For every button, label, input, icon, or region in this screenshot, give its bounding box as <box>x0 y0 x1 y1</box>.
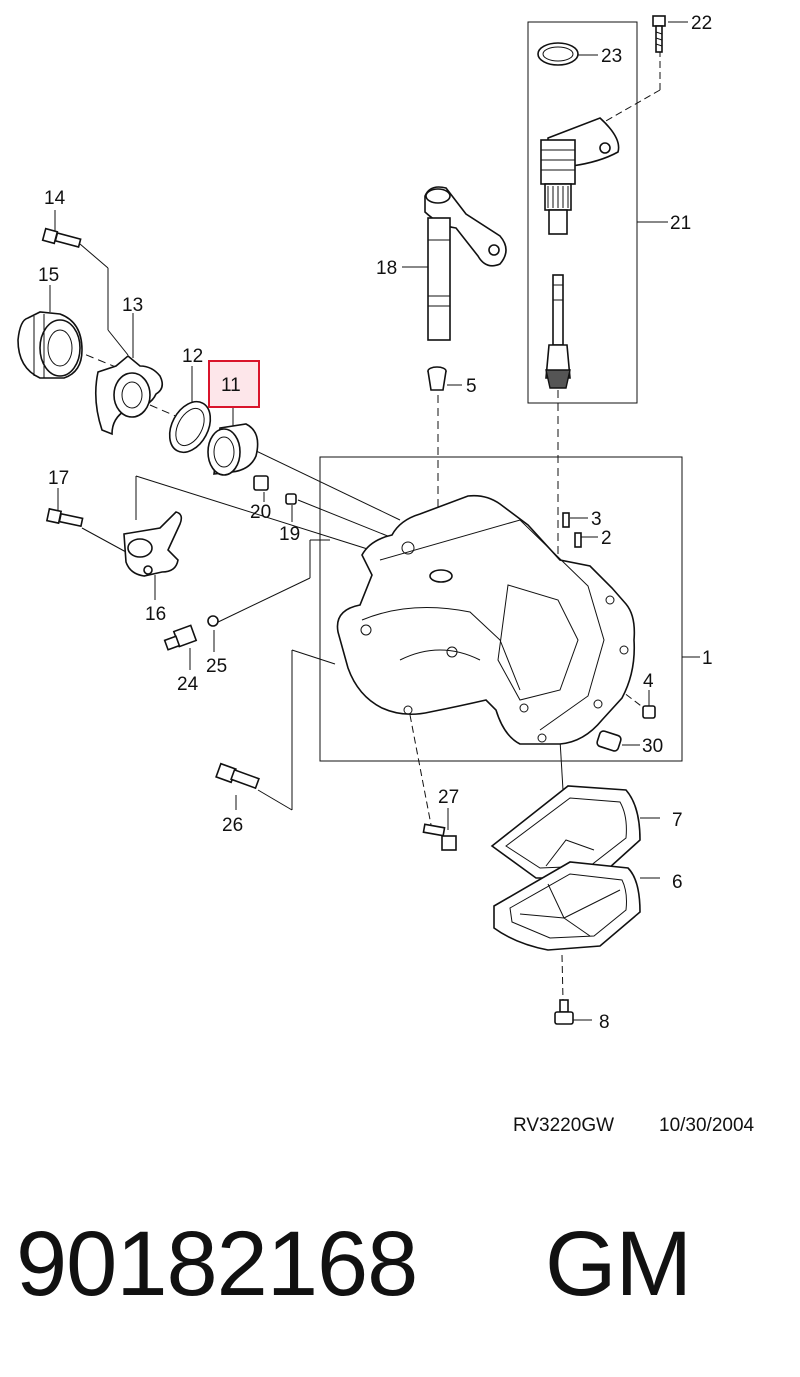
callout-22[interactable]: 22 <box>691 13 712 34</box>
pin-19-icon <box>285 493 297 505</box>
callout-15[interactable]: 15 <box>38 265 59 286</box>
highlight-box[interactable] <box>208 360 260 408</box>
callout-6[interactable]: 6 <box>672 872 683 893</box>
oil-pan-7-icon <box>490 785 641 879</box>
callout-18[interactable]: 18 <box>376 258 397 279</box>
callout-17[interactable]: 17 <box>48 468 69 489</box>
callout-19[interactable]: 19 <box>279 524 300 545</box>
callout-2[interactable]: 2 <box>601 528 612 549</box>
callout-4[interactable]: 4 <box>643 671 654 692</box>
plug-20-icon <box>253 475 269 491</box>
o-ring-23-icon <box>537 42 579 66</box>
callout-23[interactable]: 23 <box>601 46 622 67</box>
callout-14[interactable]: 14 <box>44 188 66 209</box>
washer-25-icon <box>207 615 219 627</box>
seal-15-icon <box>17 311 83 379</box>
callout-20[interactable]: 20 <box>250 502 271 523</box>
callout-3[interactable]: 3 <box>591 509 602 530</box>
bolt-26-icon <box>215 762 260 790</box>
switch-24-icon <box>163 624 198 651</box>
bolt-14-icon <box>41 227 82 248</box>
sheet-date: 10/30/2004 <box>659 1115 755 1136</box>
callout-30[interactable]: 30 <box>642 736 663 757</box>
seal-5-icon <box>427 366 447 391</box>
drain-plug-30-icon <box>596 730 622 752</box>
callout-21[interactable]: 21 <box>670 213 691 234</box>
callout-8[interactable]: 8 <box>599 1012 610 1033</box>
callout-5[interactable]: 5 <box>466 376 477 397</box>
bolt-8-icon <box>554 999 574 1025</box>
callout-13[interactable]: 13 <box>122 295 143 316</box>
plug-4-icon <box>642 705 656 719</box>
callout-16[interactable]: 16 <box>145 604 166 625</box>
pin-3-icon <box>562 512 570 528</box>
pin-2-icon <box>574 532 582 548</box>
callout-1[interactable]: 1 <box>702 648 713 669</box>
callout-7[interactable]: 7 <box>672 810 683 831</box>
speedometer-gear-21-icon <box>540 117 620 389</box>
housing-detail-frame <box>319 456 683 762</box>
callout-25[interactable]: 25 <box>206 656 227 677</box>
transaxle-case-1-icon <box>336 494 636 745</box>
release-sleeve-13-icon <box>94 354 164 436</box>
washer-12-icon <box>168 400 212 454</box>
gasket-6-icon <box>493 861 641 951</box>
release-fork-16-icon <box>123 511 183 577</box>
bolt-17-icon <box>45 507 84 528</box>
part-number: 90182168 <box>16 1213 417 1315</box>
bearing-11-icon <box>207 423 259 476</box>
bolt-27-icon <box>422 823 457 851</box>
callout-24[interactable]: 24 <box>177 674 199 695</box>
callout-27[interactable]: 27 <box>438 787 459 808</box>
bolt-22-icon <box>652 15 666 53</box>
callout-26[interactable]: 26 <box>222 815 243 836</box>
sheet-code: RV3220GW <box>513 1115 614 1136</box>
shift-shaft-18-icon <box>424 186 507 341</box>
brand-name: GM <box>545 1213 691 1315</box>
callout-11[interactable]: 11 <box>221 375 241 396</box>
speedometer-detail-frame <box>527 21 638 404</box>
callout-12[interactable]: 12 <box>182 346 203 367</box>
